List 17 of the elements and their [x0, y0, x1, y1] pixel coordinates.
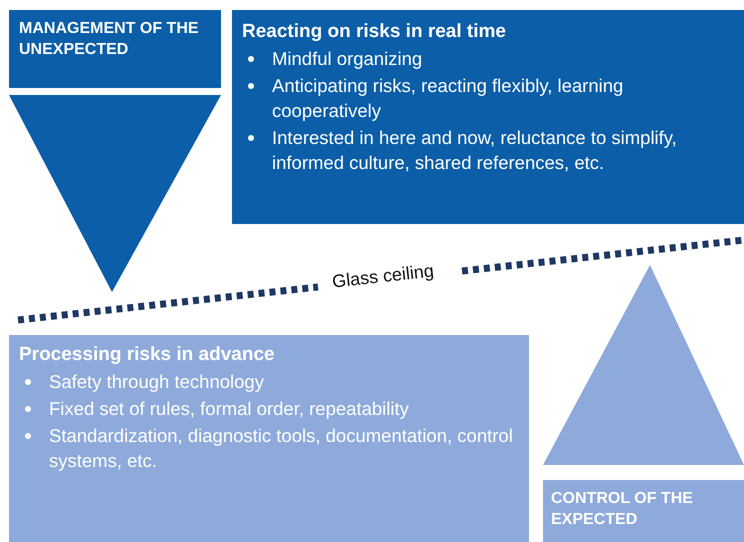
bullet-item: Standardization, diagnostic tools, documentation, control systems, etc.: [49, 424, 514, 473]
bullet-item: Safety through technology: [49, 370, 265, 394]
down-triangle: [9, 95, 221, 292]
text-panel: [9, 335, 529, 542]
panel-heading: Processing risks in advance: [19, 343, 276, 367]
bullet-item: Mindful organizing: [272, 47, 424, 71]
panel-title: CONTROL OF THE EXPECTED: [551, 489, 694, 530]
text-panel: [9, 10, 221, 88]
bullet-item: Fixed set of rules, formal order, repeatability: [49, 397, 410, 421]
bullet-item: Anticipating risks, reacting flexibly, learning cooperatively: [272, 74, 624, 123]
ceiling-label: Glass ceiling: [331, 260, 435, 293]
text-panel: [543, 480, 744, 542]
panel-heading: Reacting on risks in real time: [242, 20, 507, 44]
up-triangle: [543, 265, 744, 465]
bullet-item: Interested in here and now, reluctance to simplify, informed culture, shared references, etc.: [272, 126, 678, 175]
panel-title: MANAGEMENT OF THE UNEXPECTED: [19, 19, 200, 60]
text-panel: [232, 10, 744, 224]
